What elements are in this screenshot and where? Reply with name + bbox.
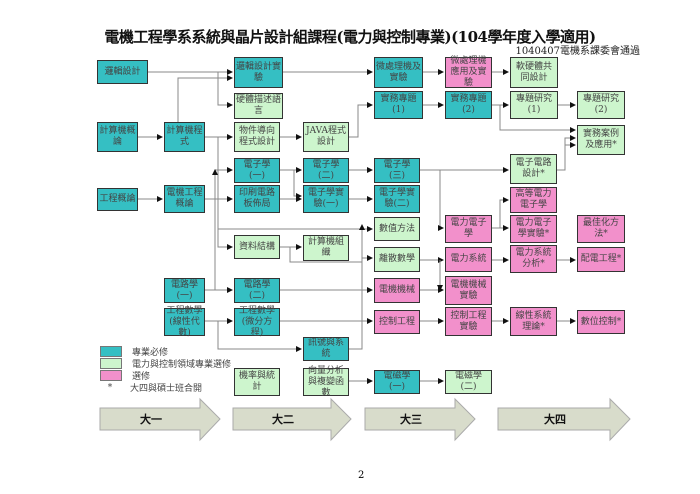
legend-label: 大四與碩士班合開 [130, 384, 203, 394]
course-node: 向量分析與複變函數 [303, 366, 349, 398]
course-node: 實務專題(1) [374, 91, 423, 119]
course-node: 電路學(二) [234, 278, 280, 303]
course-node: 線性系統理論* [510, 307, 557, 336]
course-node: 專題研究(2) [577, 91, 625, 119]
course-node: 高等電力電子學 [510, 187, 557, 213]
course-node: 資料結構 [234, 235, 280, 259]
legend-label: 專業必修 [132, 348, 169, 358]
course-node: 電子學(三) [374, 158, 420, 183]
year-3-arrow: 大三 [365, 404, 475, 434]
course-node: 軟硬體共同設計 [510, 57, 558, 88]
year-4-arrow: 大四 [498, 404, 630, 434]
legend-label: 選修 [132, 372, 151, 382]
course-node: 硬體描述語言 [234, 93, 283, 119]
legend-required: 專業必修 [100, 345, 168, 358]
course-node: 配電工程* [577, 247, 625, 272]
course-node: 邏輯設計實驗 [234, 57, 283, 88]
legend-asterisk: * 大四與碩士班合開 [100, 381, 203, 395]
course-node: 實務案例及應用* [577, 125, 625, 155]
course-node: 微處理機應用及實驗 [445, 56, 492, 88]
course-node: 數值方法 [374, 217, 420, 241]
legend-swatch [100, 370, 122, 381]
course-node: 電子學實驗(二) [374, 185, 420, 213]
course-node: 電磁學(一) [374, 370, 420, 394]
course-node: 電子學實驗(一) [303, 185, 349, 213]
course-node: 計算機組織 [303, 235, 349, 261]
course-node: 電機機械 [374, 278, 420, 303]
course-node: 機率與統計 [234, 368, 280, 396]
course-node: 電力系統分析* [510, 245, 557, 273]
course-node: 工程數學(微分方程) [234, 306, 280, 338]
course-node: 工程概論 [97, 188, 138, 211]
course-node: 控制工程實驗 [445, 307, 492, 336]
course-node: 電磁學(二) [445, 370, 492, 394]
course-node: 控制工程 [374, 310, 420, 334]
course-node: 微處理機及實驗 [374, 57, 423, 88]
course-node: 計算機程式 [164, 122, 205, 152]
course-node: 離散數學 [374, 247, 420, 272]
legend-domain-elective: 電力與控制領域專業選修 [100, 357, 231, 370]
year-1-arrow: 大一 [100, 404, 220, 434]
course-node: 電機工程概論 [164, 185, 205, 213]
page-title: 電機工程學系系統與晶片設計組課程(電力與控制專業)(104學年度入學適用) [104, 28, 596, 46]
course-node: 最佳化方法* [577, 215, 625, 243]
course-node: 計算機概論 [97, 122, 138, 152]
course-node: 電路學(一) [164, 278, 205, 303]
legend-swatch [100, 358, 122, 369]
course-node: 電子學(二) [303, 158, 349, 183]
page-number: 2 [358, 470, 365, 481]
year-label: 大二 [272, 413, 294, 426]
course-node: 物件導向程式設計 [234, 122, 280, 152]
course-node: 電機機械實驗 [445, 276, 492, 305]
course-node: 電子學(一) [234, 158, 280, 183]
course-node: 電力系統 [445, 247, 492, 272]
course-node: JAVA程式設計 [303, 122, 349, 152]
course-node: 實務專題(2) [445, 91, 492, 119]
course-node: 邏輯設計 [97, 60, 148, 84]
year-label: 大四 [544, 413, 566, 426]
course-node: 訊號與系統 [303, 337, 349, 361]
course-node: 電力電子學 [445, 215, 492, 243]
course-node: 工程數學(線性代數) [164, 306, 205, 338]
year-2-arrow: 大二 [233, 404, 351, 434]
course-node: 數位控制* [577, 310, 625, 334]
course-node: 印刷電路板佈局 [234, 185, 280, 213]
course-node: 專題研究(1) [510, 91, 558, 119]
legend-symbol: * [107, 382, 113, 393]
year-label: 大一 [140, 413, 162, 426]
year-label: 大三 [400, 413, 422, 426]
course-node: 電力電子學實驗* [510, 215, 557, 243]
approval-note: 1040407電機系課委會通過 [515, 46, 640, 57]
legend-elective: 選修 [100, 369, 150, 382]
legend-label: 電力與控制領域專業選修 [132, 360, 232, 370]
legend-swatch [100, 346, 122, 357]
course-node: 電子電路設計* [510, 154, 557, 184]
